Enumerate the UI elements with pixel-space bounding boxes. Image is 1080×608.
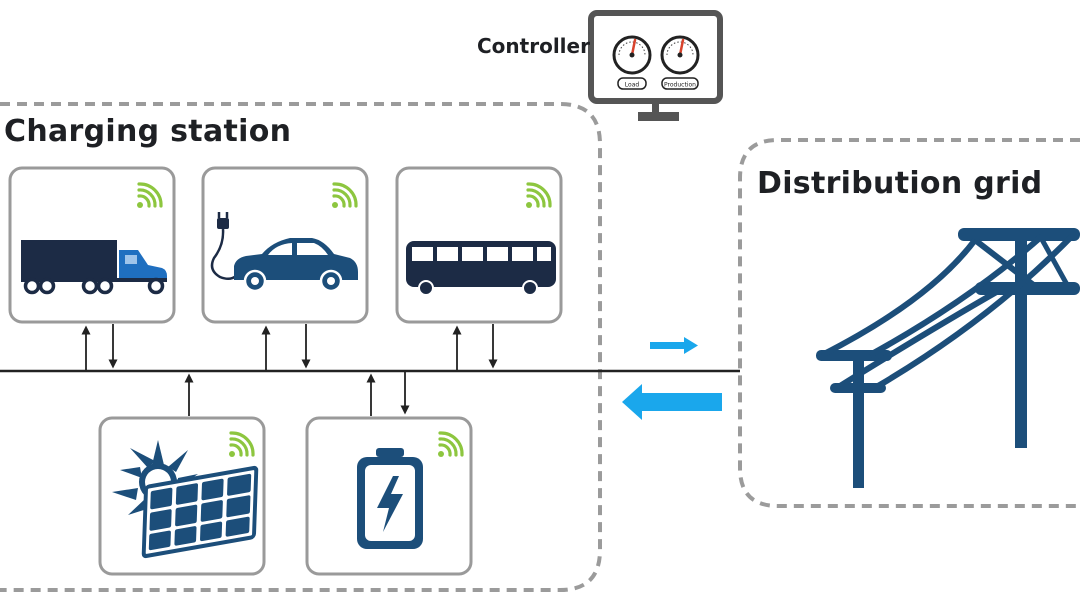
- truck-icon: [21, 240, 167, 295]
- to-grid-arrow-icon: [650, 337, 698, 354]
- controller-label: Controller: [477, 34, 590, 58]
- electric-car-icon: [210, 212, 358, 293]
- distribution-grid-boundary: [738, 138, 1080, 508]
- load-gauge-icon: Load: [612, 35, 652, 90]
- car-node: [201, 166, 369, 324]
- bus-icon: [406, 241, 556, 296]
- production-gauge-icon: Production: [660, 35, 700, 90]
- power-pylon-icon: [816, 228, 1080, 488]
- battery-icon: [357, 448, 423, 549]
- production-gauge-label: Production: [664, 82, 696, 89]
- from-grid-arrow-icon: [622, 384, 722, 420]
- solar-node: [98, 416, 266, 576]
- charging-station-title: Charging station: [4, 114, 292, 149]
- bus-node: [395, 166, 563, 324]
- charging-station-boundary: [0, 102, 602, 592]
- solar-panel-icon: [112, 440, 259, 559]
- battery-node: [305, 416, 473, 576]
- truck-node: [8, 166, 176, 324]
- controller-monitor-icon: Load Production: [588, 10, 723, 121]
- distribution-grid-title: Distribution grid: [757, 166, 1043, 201]
- load-gauge-label: Load: [625, 82, 640, 89]
- flow-arrows: [81, 324, 498, 416]
